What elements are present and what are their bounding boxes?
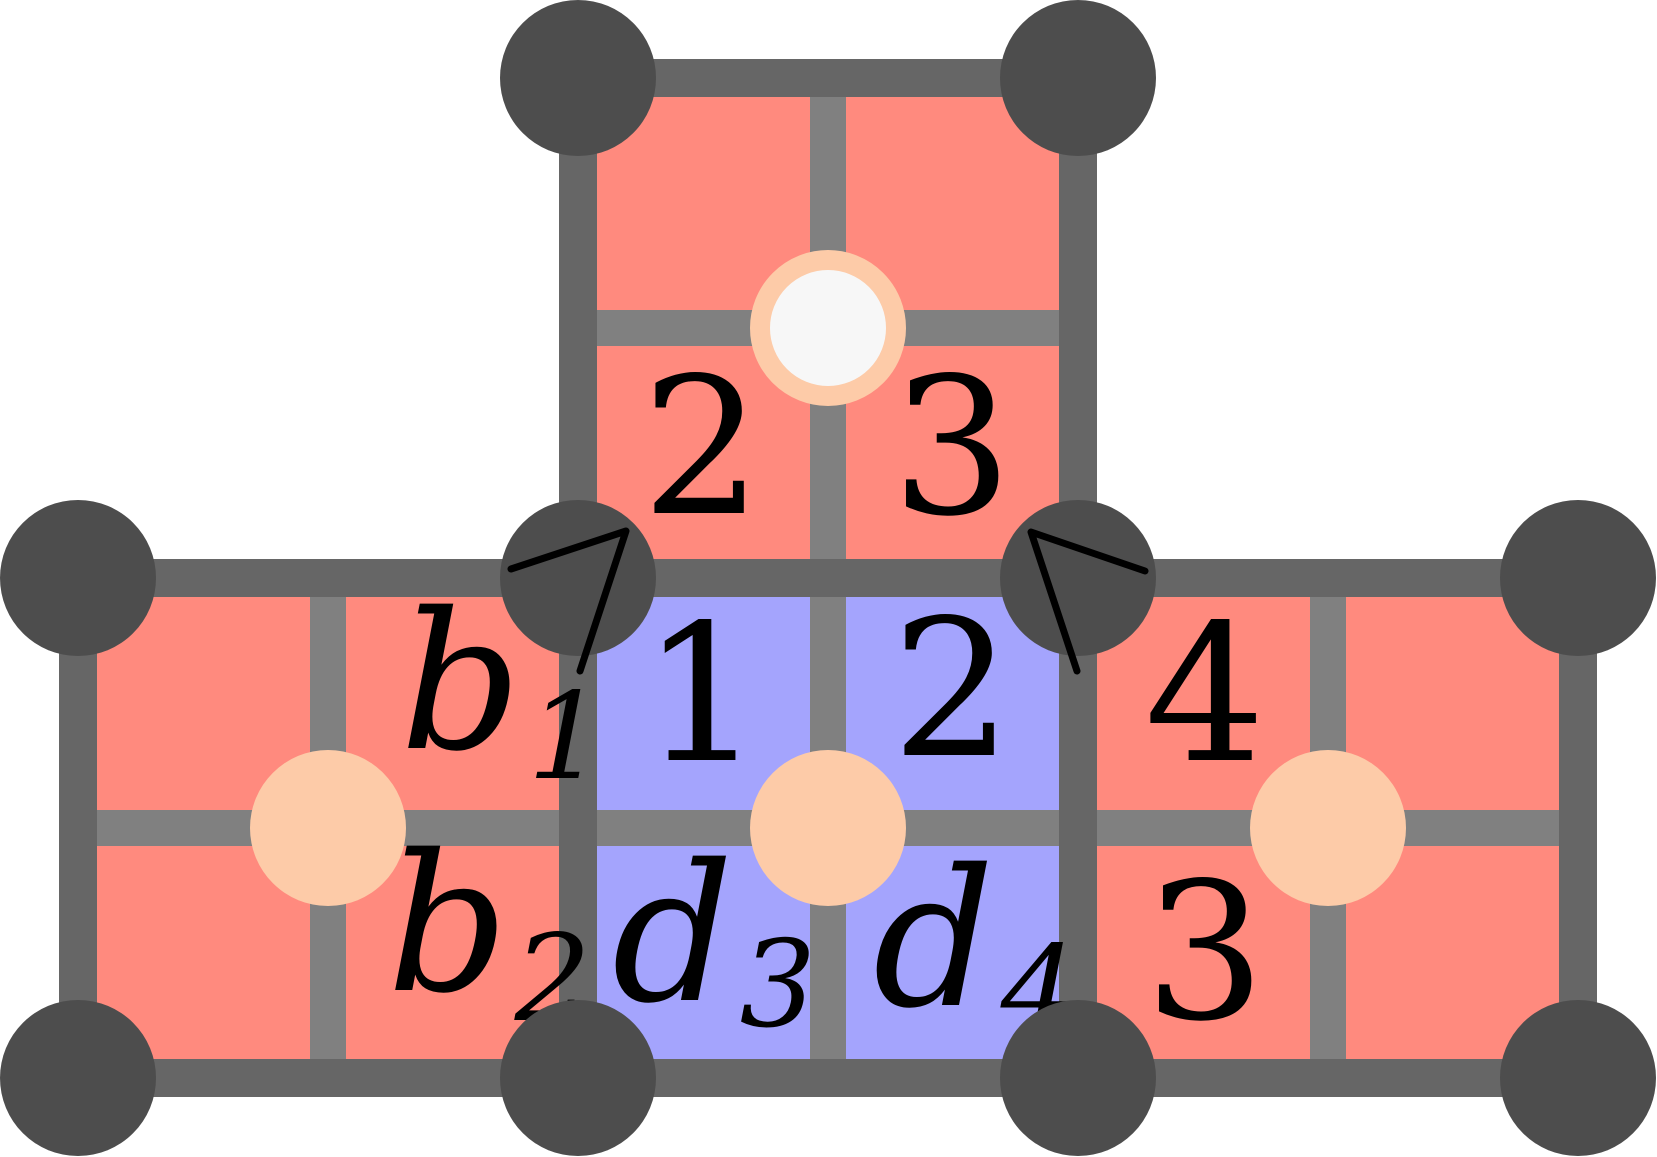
square-edges <box>59 59 1597 1097</box>
center-top-right-label: 2 <box>892 579 1013 800</box>
vertex <box>500 500 656 656</box>
vertex <box>500 0 656 156</box>
face-centers <box>250 250 1406 906</box>
left-angle-marker <box>507 527 630 675</box>
right-center-marker <box>1250 750 1406 906</box>
top-left-label: 2 <box>642 337 763 558</box>
center-center-marker <box>750 750 906 906</box>
b2-label: b2 <box>387 814 591 1049</box>
vertex <box>0 1000 156 1156</box>
vertex <box>1000 1000 1156 1156</box>
top-right-label: 3 <box>892 337 1013 558</box>
vertex <box>1500 1000 1656 1156</box>
center-top-left-label: 1 <box>642 584 763 805</box>
d3-label: d3 <box>612 824 816 1055</box>
top-center-hollow-marker <box>750 250 906 406</box>
cell-labels: 2 3 b1 b2 1 2 d3 d4 4 3 <box>387 337 1265 1063</box>
vertex <box>1000 0 1156 156</box>
right-top-label: 4 <box>1145 584 1266 805</box>
right-angle-marker <box>1027 528 1149 675</box>
vertex <box>1000 500 1156 656</box>
vertex <box>0 500 156 656</box>
right-bottom-label: 3 <box>1145 842 1266 1063</box>
right-square-edge <box>1059 559 1597 1097</box>
vertex <box>500 1000 656 1156</box>
b1-label: b1 <box>400 572 604 807</box>
vertex <box>1500 500 1656 656</box>
angle-markers <box>507 527 1149 675</box>
left-center-marker <box>250 750 406 906</box>
